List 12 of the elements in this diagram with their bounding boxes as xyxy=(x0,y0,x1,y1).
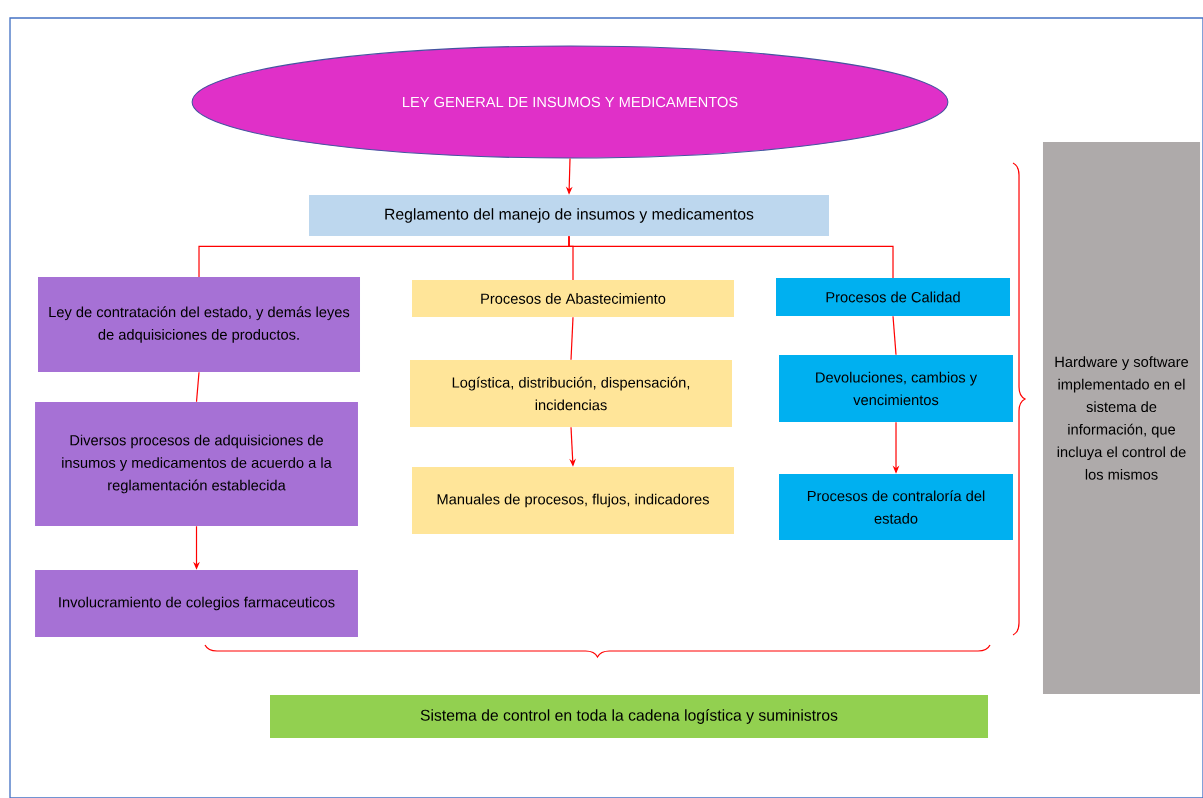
process-box: Ley de contratación del estado, y demás leyes de adquisiciones de productos. xyxy=(38,277,360,372)
process-box: Hardware y software implementado en el sistema de información, que incluya el control de los mismos xyxy=(1042,142,1201,694)
process-box: Reglamento del manejo de insumos y medicamentos xyxy=(309,194,829,237)
process-box: Involucramiento de colegios farmaceuticos xyxy=(35,570,358,637)
process-box: Diversos procesos de adquisiciones de insumos y medicamentos de acuerdo a la reglamentación establecida xyxy=(35,402,358,526)
process-box: Procesos de contraloría del estado xyxy=(779,474,1013,540)
process-box: Procesos de Calidad xyxy=(776,278,1010,316)
process-box: Manuales de procesos, flujos, indicadores xyxy=(412,467,734,534)
process-box: Devoluciones, cambios y vencimientos xyxy=(779,355,1013,422)
process-box: Sistema de control en toda la cadena logística y suministros xyxy=(270,695,988,738)
process-box: Logística, distribución, dispensación, incidencias xyxy=(410,360,732,427)
process-box: Procesos de Abastecimiento xyxy=(412,279,734,318)
